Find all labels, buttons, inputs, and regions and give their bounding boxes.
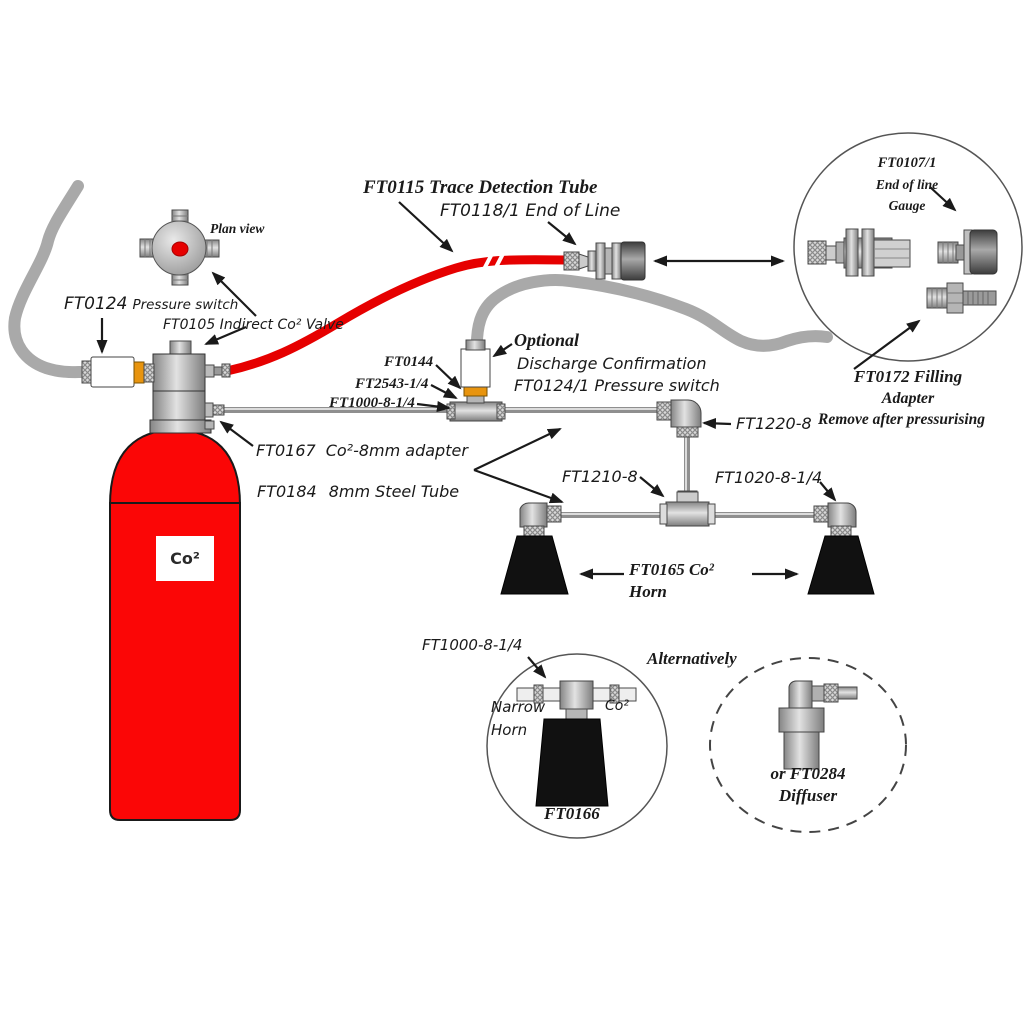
horn-label-line2: Horn (629, 582, 667, 601)
gray-tube-right (470, 274, 833, 358)
diffuser-label: or FT0284 Diffuser (743, 763, 873, 807)
right-horn (807, 502, 875, 595)
ft1000-label: FT1000-8-1/4 (329, 395, 415, 411)
cylinder-label: Co² (156, 536, 214, 581)
trace-detection-tube (222, 255, 570, 376)
diffuser-ft0284 (778, 680, 858, 770)
indirect-valve-label: FT0105 Indirect Co² Valve (163, 317, 344, 333)
filling-adapter-line1: FT0172 Filling (853, 367, 963, 386)
filling-note: Remove after pressurising (818, 411, 986, 428)
narrow-co2-word: Co² (605, 698, 629, 714)
co2-cylinder (108, 428, 242, 821)
ft0166-label: FT0166 (544, 804, 600, 823)
elbow-ft1220 (656, 399, 702, 502)
filling-adapter-label: FT0172 Filling Adapter (840, 366, 976, 410)
valve-center-dot (171, 241, 189, 257)
co2-adapter-code: FT0167 (256, 441, 316, 460)
gauge-detail-code: FT0107/1 (877, 155, 937, 171)
plan-view-valve (139, 209, 220, 286)
alternative-detail-circle (709, 657, 907, 833)
end-of-line-label: FT0118/1 End of Line (440, 201, 621, 221)
diffuser-label-line1: or FT0284 (770, 764, 846, 783)
narrow-horn-word: Horn (491, 721, 528, 739)
annotation-arrows (96, 186, 957, 679)
indirect-co2-valve (149, 340, 231, 434)
elbow-label: FT1220-8 (736, 414, 812, 433)
narrow-word: Narrow (491, 698, 546, 716)
steel-tube-code: FT0184 (257, 482, 317, 501)
tee-ft1210 (659, 491, 716, 527)
steel-tube-desc: 8mm Steel Tube (328, 482, 460, 501)
narrow-horn-tee (516, 680, 637, 720)
left-horn (500, 502, 569, 595)
pressure-switch-label: FT0124 Pressure switch (64, 294, 238, 314)
ft0124-1-label: FT0124/1 Pressure switch (514, 376, 720, 395)
trace-tube-label: FT0115 Trace Detection Tube (363, 177, 598, 198)
gauge-detail-label: FT0107/1 End of line Gauge (845, 153, 969, 216)
filling-adapter (807, 228, 911, 277)
steel-tube-label: FT0184 8mm Steel Tube (257, 482, 459, 501)
co2-adapter-desc: Co²-8mm adapter (325, 441, 468, 460)
diffuser-label-line2: Diffuser (778, 786, 838, 805)
horn-label-line1: FT0165 Co² (629, 560, 714, 579)
narrow-tee-label: FT1000-8-1/4 (422, 636, 523, 654)
filling-adapter-line2: Adapter (881, 390, 935, 407)
gauge-detail-line2: Gauge (888, 198, 926, 213)
horn-label: FT0165 Co² Horn (629, 559, 714, 603)
alternatively-title: Alternatively (647, 649, 737, 668)
tube-break-mark (479, 245, 508, 278)
end-of-line-gauge (937, 229, 998, 275)
plan-view-label: Plan view (210, 221, 265, 236)
optional-title: Optional (514, 330, 580, 350)
gray-tube-left (8, 180, 90, 379)
discharge-confirmation-label: Discharge Confirmation (517, 354, 707, 373)
end-of-line-fitting (563, 241, 646, 281)
pressure-switch-ft0124 (81, 356, 155, 388)
pressure-switch-desc: Pressure switch (132, 297, 239, 313)
pressure-switch-code: FT0124 (64, 294, 128, 314)
gauge-detail-line1: End of line (875, 177, 939, 192)
tee-label: FT1210-8 (562, 467, 638, 486)
ft2543-label: FT2543-1/4 (355, 376, 429, 392)
co2-adapter-label: FT0167 Co²-8mm adapter (256, 441, 468, 460)
filling-adapter-bolt (926, 282, 997, 314)
optional-pressure-switch (446, 339, 506, 422)
horn-elbow-label: FT1020-8-1/4 (715, 468, 823, 487)
narrow-horn (535, 718, 609, 807)
ft0144-label: FT0144 (384, 354, 434, 370)
